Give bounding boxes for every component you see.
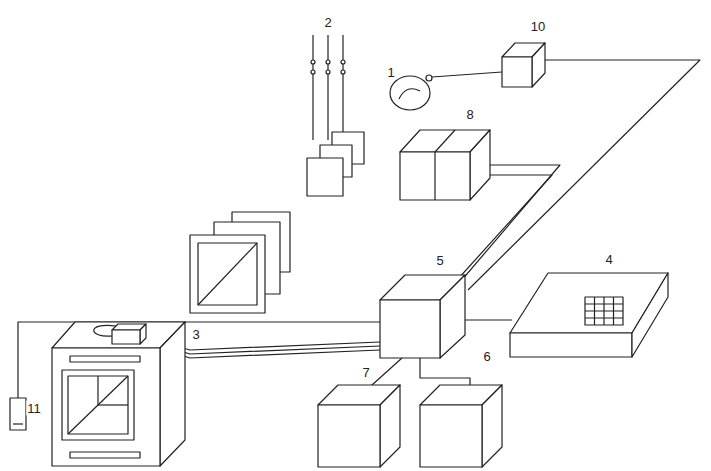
- camera-knob: [426, 75, 432, 81]
- unit-box: [400, 152, 470, 200]
- sensor-plate: [307, 158, 343, 196]
- screen-line: [97, 376, 98, 405]
- unit-box: [502, 57, 532, 87]
- unit-box: [482, 385, 502, 467]
- control-unit: [440, 275, 465, 358]
- cabinet: [52, 348, 160, 466]
- callout-number: 2: [323, 15, 332, 30]
- unit-box: [318, 405, 380, 467]
- line-dot: [311, 70, 315, 74]
- cabinet: [160, 322, 185, 466]
- line-dot: [341, 60, 345, 64]
- monitor-screen: [198, 243, 257, 305]
- unit-box: [420, 405, 482, 467]
- line-dot: [326, 60, 330, 64]
- callout-number: 5: [435, 253, 444, 268]
- cabinet-slot: [70, 452, 140, 458]
- wire: [465, 319, 512, 320]
- keypad: [585, 297, 623, 325]
- supply-line: [327, 35, 328, 140]
- screen-line: [98, 404, 128, 405]
- unit-box: [532, 43, 545, 87]
- callout-number: 8: [465, 107, 474, 122]
- line-dot: [311, 60, 315, 64]
- callout-number: 4: [604, 252, 613, 267]
- callout-number: 7: [361, 365, 370, 380]
- keypad-grid: [585, 310, 623, 311]
- cabinet-slot: [70, 356, 140, 362]
- camera-dome: [390, 76, 430, 110]
- callout-number: 3: [191, 327, 200, 342]
- keyboard: [510, 333, 632, 357]
- supply-line: [342, 35, 343, 140]
- cabinet-screen: [62, 370, 134, 440]
- small-module: [140, 324, 146, 344]
- unit-box: [470, 130, 490, 200]
- callout-number: 10: [530, 19, 546, 34]
- screen-line: [68, 376, 128, 434]
- keyboard: [632, 273, 668, 357]
- box-divider: [434, 152, 435, 200]
- monitor-frame: [190, 235, 265, 313]
- keypad-grid: [585, 317, 623, 318]
- box-divider: [435, 130, 455, 152]
- line-dot: [326, 70, 330, 74]
- line-dot: [341, 70, 345, 74]
- device-detail: [13, 423, 23, 424]
- keypad-grid: [585, 303, 623, 304]
- callout-number: 6: [482, 349, 491, 364]
- callout-number: 1: [386, 65, 395, 80]
- wire: [432, 72, 502, 77]
- control-unit: [380, 300, 440, 358]
- camera-lens: [399, 89, 420, 99]
- unit-box: [380, 385, 400, 467]
- screen-line: [198, 243, 257, 305]
- supply-line: [312, 35, 313, 140]
- handheld-device: [10, 398, 26, 430]
- cabinet-screen: [68, 376, 128, 434]
- small-module: [112, 330, 140, 344]
- callout-number: 11: [26, 401, 42, 416]
